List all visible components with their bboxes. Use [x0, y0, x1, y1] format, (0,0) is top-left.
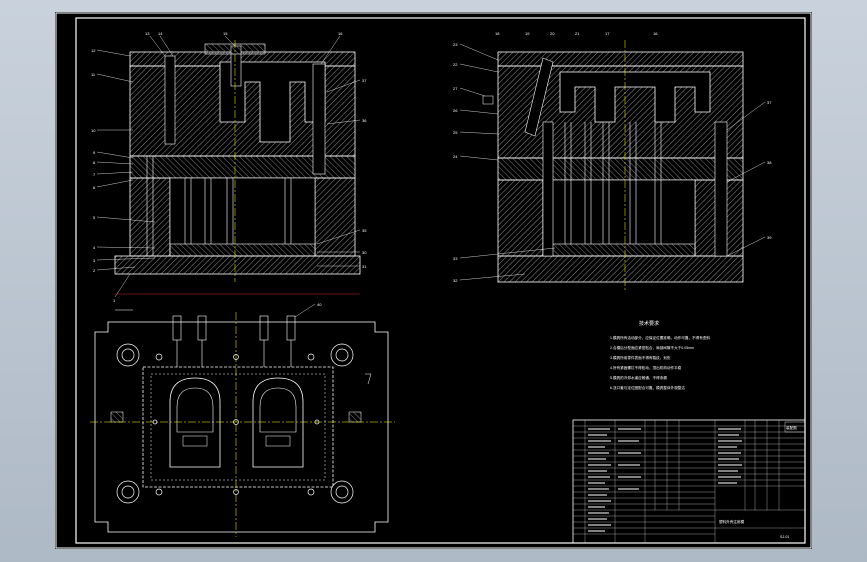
inner-border — [75, 17, 806, 544]
svg-text:27: 27 — [453, 86, 458, 91]
drawing-name: 装配图 — [786, 425, 797, 430]
note-line: 1.模具所有活动部分，应保证位置准确，动作可靠，不得有歪斜 — [610, 335, 710, 340]
left-section-view: 12 11 10 9 8 7 6 5 4 3 2 1 37 36 35 30 31 13 14 15 16 — [91, 31, 367, 311]
svg-text:20: 20 — [550, 31, 555, 36]
svg-text:36: 36 — [362, 118, 367, 123]
plan-view: 40 — [90, 302, 395, 537]
svg-text:22: 22 — [453, 62, 458, 67]
svg-text:15: 15 — [223, 31, 228, 36]
drawing-number: SJ-01 — [780, 535, 789, 539]
svg-text:40: 40 — [317, 302, 322, 307]
parts-list-table: 装配图 塑料外壳注射模 SJ-01 — [572, 419, 806, 544]
svg-text:17: 17 — [605, 31, 610, 36]
svg-text:32: 32 — [453, 278, 458, 283]
svg-text:35: 35 — [362, 228, 367, 233]
svg-text:21: 21 — [575, 31, 580, 36]
svg-text:6: 6 — [93, 185, 96, 190]
svg-text:13: 13 — [145, 31, 150, 36]
svg-text:4: 4 — [93, 245, 96, 250]
note-line: 5.模具的冷却水道应畅通，不得渗漏 — [610, 375, 667, 380]
svg-text:26: 26 — [453, 108, 458, 113]
svg-text:33: 33 — [453, 256, 458, 261]
svg-text:8: 8 — [93, 160, 96, 165]
svg-text:18: 18 — [495, 31, 500, 36]
svg-text:37: 37 — [362, 78, 367, 83]
note-line: 6.浇口套与定位圈配合可靠，模具整体外观整洁 — [610, 385, 685, 390]
svg-text:10: 10 — [91, 128, 96, 133]
note-line: 4.所有紧固螺钉不得松动，顶出机构动作平稳 — [610, 365, 682, 370]
technical-requirements: 技术要求 1.模具所有活动部分，应保证位置准确，动作可靠，不得有歪斜 2.合模后… — [610, 320, 710, 390]
note-line: 3.模具所用零件表面不得有裂纹、划伤 — [610, 355, 671, 360]
svg-text:19: 19 — [525, 31, 530, 36]
svg-text:16: 16 — [338, 31, 343, 36]
svg-text:2: 2 — [93, 268, 96, 273]
svg-text:12: 12 — [91, 48, 96, 53]
svg-text:11: 11 — [91, 72, 96, 77]
svg-text:30: 30 — [362, 250, 367, 255]
note-line: 2.合模后分型面应紧密贴合，局部间隙不大于0.05mm — [610, 345, 694, 350]
outer-border — [55, 12, 812, 549]
svg-text:31: 31 — [362, 264, 367, 269]
right-section-view: 23 22 27 26 25 24 33 32 37 38 39 18 19 20 21 17 16 — [453, 31, 772, 292]
svg-text:23: 23 — [453, 42, 458, 47]
notes-title: 技术要求 — [639, 320, 659, 327]
svg-text:37: 37 — [767, 100, 772, 105]
svg-text:9: 9 — [93, 150, 96, 155]
svg-text:1: 1 — [113, 298, 116, 303]
svg-text:38: 38 — [767, 160, 772, 165]
part-name: 塑料外壳注射模 — [719, 519, 745, 524]
svg-text:24: 24 — [453, 154, 458, 159]
svg-text:16: 16 — [653, 31, 658, 36]
svg-text:5: 5 — [93, 215, 96, 220]
svg-text:14: 14 — [158, 31, 163, 36]
svg-text:25: 25 — [453, 130, 458, 135]
svg-text:3: 3 — [93, 258, 96, 263]
svg-text:39: 39 — [767, 235, 772, 240]
svg-text:7: 7 — [93, 172, 96, 177]
